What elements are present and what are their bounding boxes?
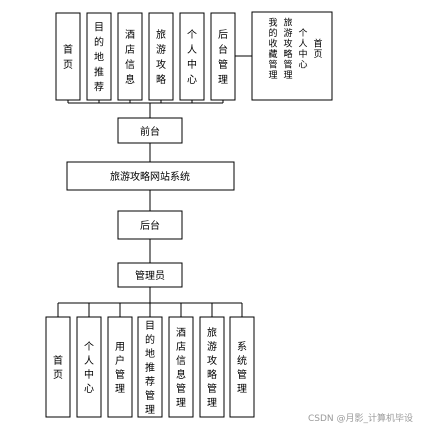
system-node: 旅游攻略网站系统: [66, 161, 235, 191]
front-module-home: 首页: [55, 12, 81, 101]
admin-module-destination: 目的地推荐管理: [137, 316, 163, 418]
front-module-label: 旅游攻略: [156, 28, 166, 86]
watermark: CSDN @月影_计算机毕设: [307, 414, 413, 424]
admin-module-hotel: 酒店信息管理: [168, 316, 194, 418]
front-module-personal: 个人中心: [179, 12, 205, 101]
front-module-guide: 旅游攻略: [148, 12, 174, 101]
admin-module-label: 酒店信息管理: [176, 327, 186, 409]
back-label: 后台: [140, 219, 160, 232]
front-node: 前台: [117, 117, 183, 144]
front-module-destination: 目的地推荐: [86, 12, 112, 101]
front-label: 前台: [140, 125, 160, 138]
admin-module-label: 旅游攻略管理: [207, 326, 217, 409]
admin-module-label: 首页: [53, 354, 63, 381]
front-module-label: 首页: [63, 43, 73, 71]
admin-module-users: 用户管理: [107, 316, 133, 418]
front-module-label: 个人中心: [187, 29, 197, 86]
admin-module-personal: 个人中心: [76, 316, 102, 418]
front-module-label: 目的地推荐: [94, 23, 104, 94]
front-module-label: 酒店信息: [125, 29, 135, 86]
admin-module-label: 系统管理: [237, 341, 247, 395]
system-label: 旅游攻略网站系统: [110, 170, 190, 183]
top-connectors: [57, 55, 252, 317]
admin-label: 管理员: [135, 269, 165, 282]
admin-node: 管理员: [117, 262, 183, 288]
back-node: 后台: [117, 210, 183, 240]
personal-column-home: 首页: [313, 38, 322, 61]
admin-module-guide: 旅游攻略管理: [199, 316, 225, 418]
personal-column-favorites-manage: 我的收藏管理: [268, 18, 277, 82]
personal-column-guide-manage: 旅游攻略管理: [283, 17, 292, 82]
front-module-admin: 后台管理: [210, 12, 236, 101]
admin-module-label: 目的地推荐管理: [145, 321, 155, 416]
front-personal-box: 首页 个人中心 旅游攻略管理 我的收藏管理: [251, 11, 333, 101]
admin-module-label: 个人中心: [84, 341, 94, 395]
admin-module-home: 首页: [45, 316, 71, 418]
admin-module-label: 用户管理: [115, 342, 125, 395]
admin-module-system: 系统管理: [229, 316, 255, 418]
front-module-hotel: 酒店信息: [117, 12, 143, 101]
personal-column-center: 个人中心: [298, 28, 307, 71]
front-module-label: 后台管理: [218, 29, 228, 86]
